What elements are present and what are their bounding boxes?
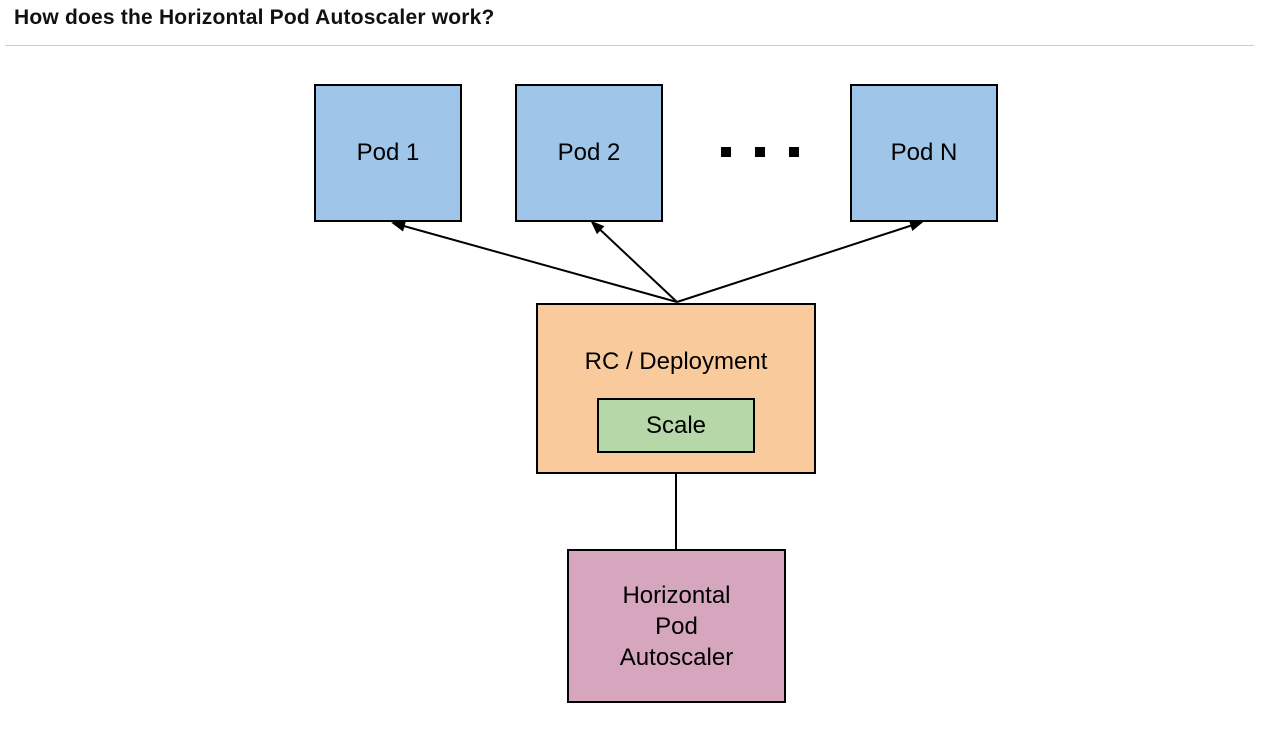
hpa-label-line-2: Pod — [655, 612, 698, 640]
pod-1-box: Pod 1 — [314, 84, 462, 222]
pod-n-label: Pod N — [890, 139, 958, 166]
ellipsis-dot — [789, 147, 799, 157]
pod-2-box: Pod 2 — [515, 84, 663, 222]
ellipsis-dot — [721, 147, 731, 157]
hpa-label-line-3: Autoscaler — [619, 643, 734, 671]
arrow-controller-to-pod-1 — [391, 220, 678, 303]
pod-n-box: Pod N — [850, 84, 998, 222]
rc-deployment-label: RC / Deployment — [584, 348, 768, 375]
pod-2-label: Pod 2 — [557, 139, 621, 166]
arrow-controller-to-pod-2 — [590, 220, 678, 303]
arrow-controller-to-pod-n — [676, 220, 924, 303]
ellipsis-icon — [721, 147, 799, 157]
hpa-label-line-1: Horizontal — [622, 581, 731, 609]
scale-box: Scale — [597, 398, 755, 453]
horizontal-pod-autoscaler-box: Horizontal Pod Autoscaler — [567, 549, 786, 703]
rc-deployment-box: RC / Deployment Scale — [536, 303, 816, 474]
pod-1-label: Pod 1 — [356, 139, 420, 166]
divider — [5, 45, 1254, 46]
page-title: How does the Horizontal Pod Autoscaler w… — [14, 6, 495, 29]
scale-label: Scale — [645, 411, 707, 439]
ellipsis-dot — [755, 147, 765, 157]
